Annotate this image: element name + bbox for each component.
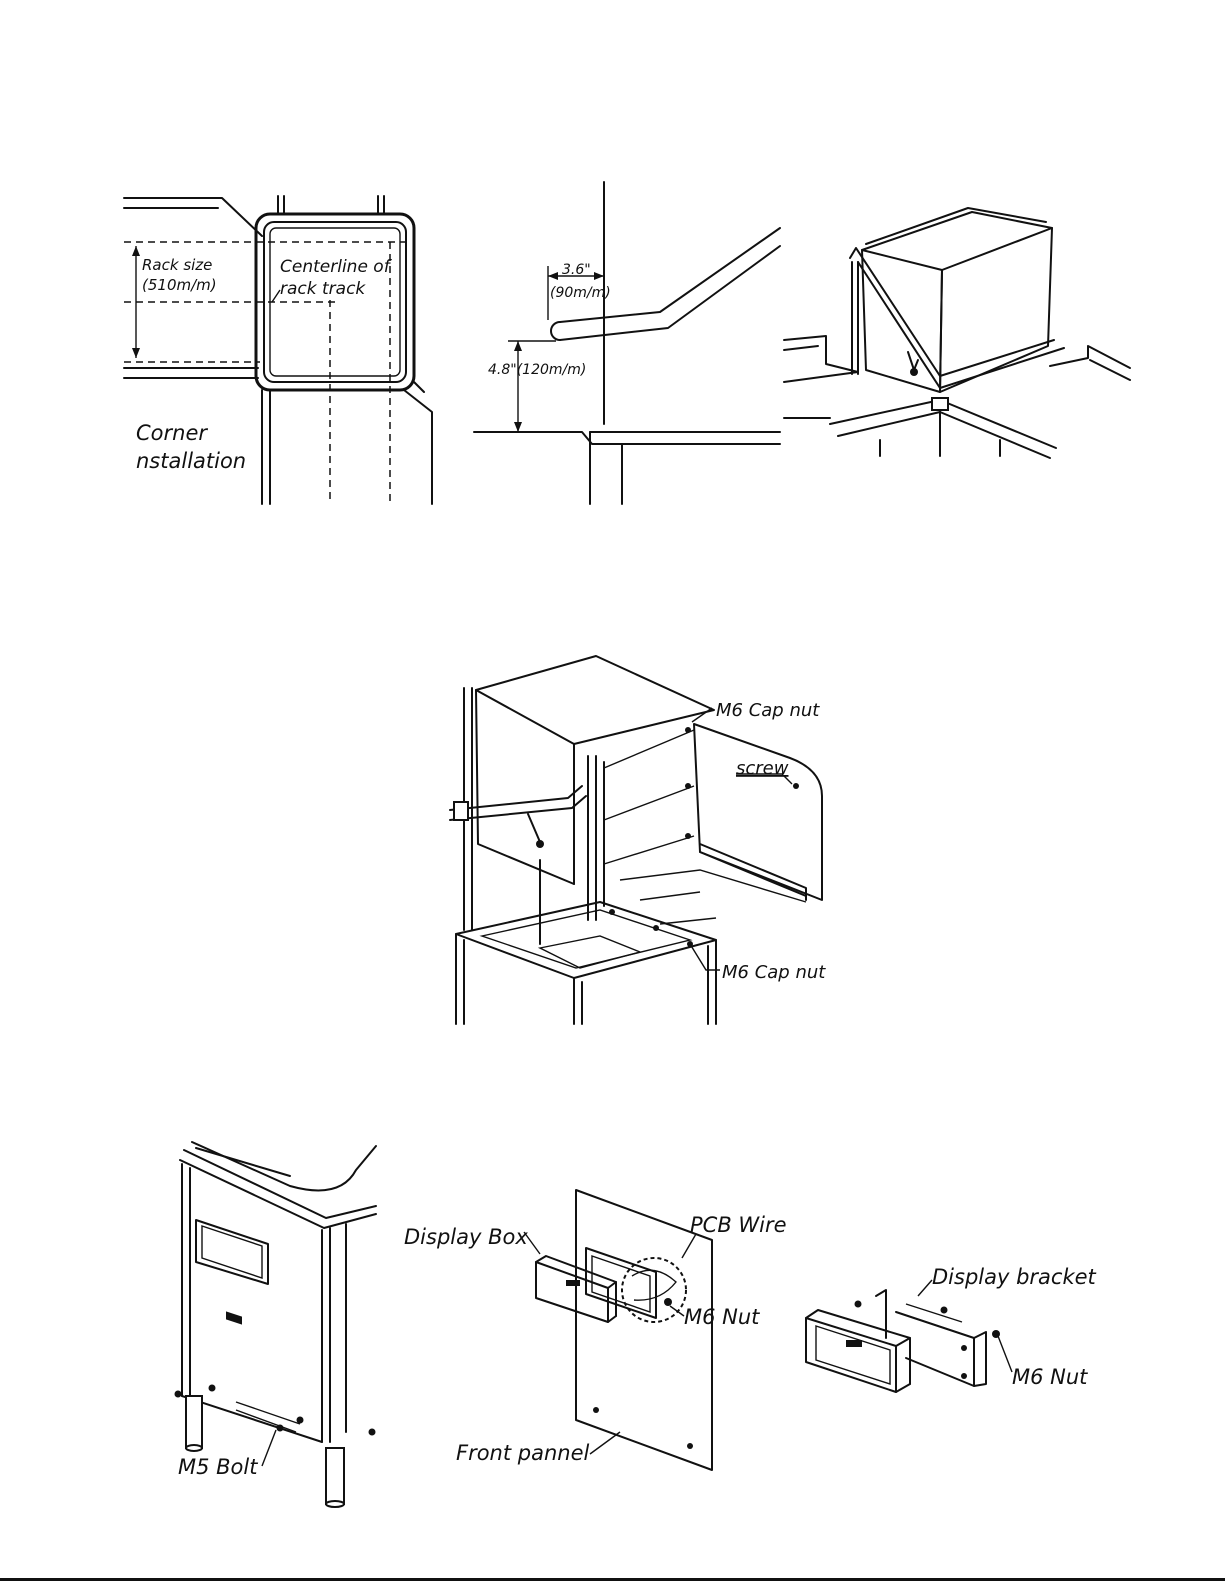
pcb-wire-label: PCB Wire: [690, 1213, 787, 1237]
m6-nut-1-label: M6 Nut: [684, 1305, 760, 1329]
centerline-label-line1: Centerline of: [280, 257, 393, 277]
m6-nut-2-label: M6 Nut: [1012, 1365, 1088, 1389]
corner-installation-diagram: Rack size (510m/m) Centerline of rack tr…: [124, 196, 432, 504]
handle-dimension-diagram: 3.6" (90m/m) 4.8"(120m/m): [474, 182, 780, 504]
page-bottom-rule: [0, 1578, 1225, 1581]
display-bracket-label: Display bracket: [932, 1265, 1097, 1289]
m5-bolt-label: M5 Bolt: [178, 1455, 258, 1479]
front-pannel-label: Front pannel: [456, 1441, 590, 1465]
handle-height-label: 4.8"(120m/m): [488, 362, 586, 378]
isometric-corner-unit-diagram: [784, 208, 1130, 458]
front-panel-display-box-diagram: Display Box PCB Wire M6 Nut Front pannel: [404, 1190, 787, 1470]
cabinet-front-bolt-diagram: M5 Bolt: [175, 1142, 377, 1507]
rack-size-mm-label: (510m/m): [142, 276, 217, 294]
rack-size-label: Rack size: [142, 256, 212, 274]
handle-width-mm-label: (90m/m): [550, 285, 611, 301]
m6-cap-nut-bottom-label: M6 Cap nut: [722, 962, 826, 983]
display-bracket-diagram: Display bracket M6 Nut: [806, 1265, 1097, 1392]
corner-installation-label-line2: nstallation: [136, 449, 246, 473]
screw-label: screw: [736, 758, 789, 779]
m6-cap-nut-top-label: M6 Cap nut: [716, 700, 820, 721]
corner-installation-label-line1: Corner: [136, 421, 208, 445]
centerline-label-line2: rack track: [280, 279, 366, 299]
display-box-label: Display Box: [404, 1225, 528, 1249]
handle-width-label: 3.6": [562, 262, 591, 278]
side-panel-assembly-diagram: M6 Cap nut screw M6 Cap nut: [450, 656, 826, 1024]
